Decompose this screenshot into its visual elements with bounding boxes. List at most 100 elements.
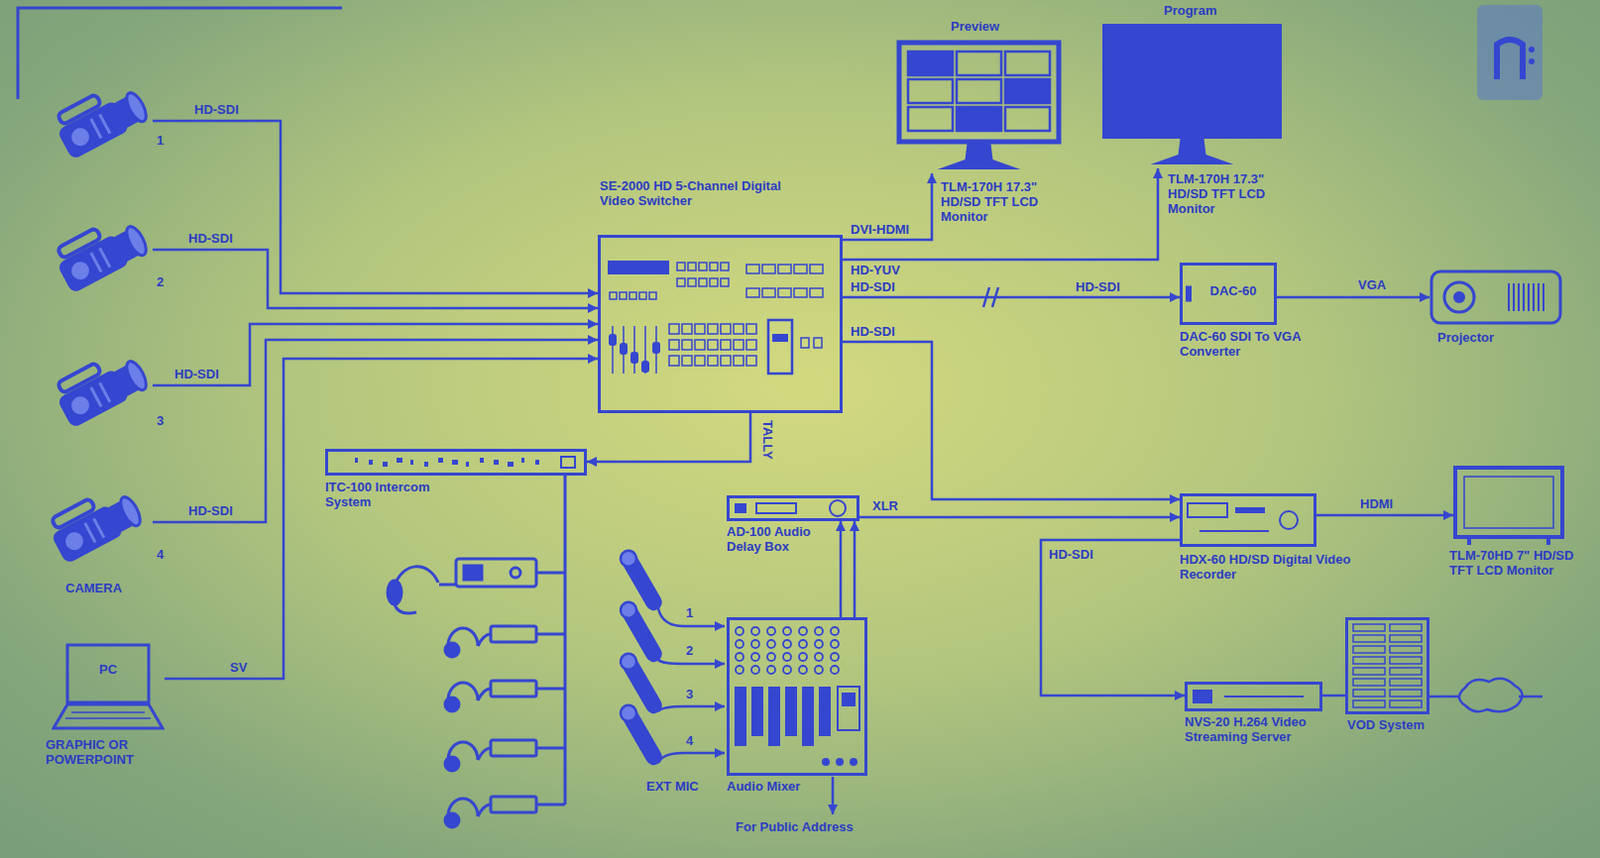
signal-line	[1322, 694, 1346, 698]
node-caption: GRAPHIC OR POWERPOINT	[45, 738, 165, 769]
signal-line	[842, 173, 932, 240]
signal-line	[152, 324, 598, 386]
node-label: PC	[67, 663, 149, 679]
camera-icon: 3	[45, 344, 153, 445]
streaming-server-shape	[1184, 682, 1323, 712]
node-caption: AD-100 Audio Delay Box	[726, 525, 831, 556]
intercom-unit: ITC-100 Intercom System	[325, 449, 587, 476]
node-label: DAC-60	[1193, 284, 1273, 300]
camera-icon-shape	[45, 344, 153, 445]
video-recorder-shape	[1179, 493, 1317, 548]
audio-delay-box-shape	[726, 495, 860, 522]
vod-rack: VOD System	[1345, 617, 1430, 715]
callout-number: 3	[685, 687, 693, 703]
signal-label: TALLY	[759, 420, 775, 460]
signal-label: HD-SDI	[850, 280, 896, 296]
node-caption: Projector	[1437, 331, 1494, 346]
node-caption: CAMERA	[65, 581, 122, 597]
signal-line	[152, 340, 598, 523]
signal-label: HD-YUV	[850, 263, 901, 279]
camera-icon: 4CAMERA	[39, 480, 153, 580]
signal-line	[1276, 296, 1430, 300]
laptop-icon-shape	[51, 643, 165, 731]
signal-label: SV	[229, 661, 247, 677]
internet-cloud	[1429, 679, 1543, 712]
signal-line	[859, 516, 1180, 520]
node-caption: VOD System	[1347, 718, 1447, 734]
node-caption: Audio Mixer	[726, 780, 806, 796]
signal-line	[1316, 514, 1454, 518]
preview-monitor: PreviewTLM-170H 17.3" HD/SD TFT LCD Moni…	[896, 39, 1062, 174]
program-monitor-shape	[1102, 23, 1282, 169]
camera-icon-shape	[45, 76, 153, 176]
vod-rack-shape	[1345, 617, 1430, 715]
node-caption: Preview	[950, 19, 1000, 35]
audio-mixer-shape	[726, 617, 868, 777]
callout-number: 4	[685, 734, 693, 750]
signal-label: HD-SDI	[188, 504, 233, 520]
signal-label: HD-SDI	[174, 367, 220, 383]
intercom-headsets	[387, 474, 566, 828]
signal-line	[1040, 540, 1185, 696]
annotation-text: EXT MIC	[646, 780, 699, 796]
signal-label: HD-SDI	[194, 103, 239, 118]
frame-line	[17, 7, 343, 100]
signal-line	[152, 249, 598, 309]
node-caption: 2	[156, 275, 164, 291]
public-address-arrow	[831, 777, 835, 815]
logo-badge	[1477, 4, 1543, 101]
microphone-set	[617, 548, 725, 768]
camera-icon-shape	[39, 480, 153, 580]
node-caption: 4	[156, 548, 164, 564]
signal-line	[853, 521, 857, 618]
small-monitor: TLM-70HD 7" HD/SD TFT LCD Monitor	[1453, 465, 1565, 546]
callout-number: 2	[685, 644, 693, 660]
video-recorder: HDX-60 HD/SD Digital Video Recorder	[1179, 493, 1317, 548]
node-caption: TLM-170H 17.3" HD/SD TFT LCD Monitor	[940, 180, 1070, 226]
node-caption: 3	[156, 414, 164, 430]
signal-line	[164, 358, 598, 680]
signal-label: HD-SDI	[1048, 548, 1094, 564]
node-caption: Program	[1163, 3, 1217, 19]
signal-line	[839, 521, 843, 618]
node-caption: NVS-20 H.264 Video Streaming Server	[1184, 715, 1354, 746]
signal-line	[842, 296, 1180, 300]
small-monitor-shape	[1453, 465, 1565, 546]
camera-icon: 1	[45, 76, 153, 176]
converter-box: DAC-60DAC-60 SDI To VGA Converter	[1179, 262, 1277, 326]
projector-icon-shape	[1429, 269, 1563, 326]
node-caption: SE-2000 HD 5-Channel Digital Video Switc…	[599, 179, 799, 210]
signal-label: HD-SDI	[850, 325, 896, 341]
camera-icon: 2	[45, 210, 153, 310]
video-switcher-shape	[597, 234, 843, 414]
node-caption: TLM-170H 17.3" HD/SD TFT LCD Monitor	[1167, 172, 1307, 218]
signal-line	[842, 342, 1180, 500]
intercom-unit-shape	[325, 449, 587, 476]
callout-number: 1	[685, 606, 693, 622]
streaming-server: NVS-20 H.264 Video Streaming Server	[1184, 682, 1323, 712]
node-caption: TLM-70HD 7" HD/SD TFT LCD Monitor	[1449, 549, 1589, 579]
audio-mixer: Audio Mixer	[726, 617, 868, 777]
signal-label: DVI-HDMI	[850, 223, 910, 238]
signal-label: VGA	[1358, 278, 1386, 294]
projector-icon: Projector	[1429, 269, 1563, 326]
signal-line	[842, 168, 1158, 260]
audio-delay-box: AD-100 Audio Delay Box	[726, 495, 860, 522]
camera-icon-shape	[45, 210, 153, 310]
node-caption: ITC-100 Intercom System	[325, 480, 474, 511]
signal-label: HDMI	[1360, 497, 1393, 513]
signal-label: HD-SDI	[1075, 280, 1121, 296]
signal-line	[586, 413, 751, 462]
node-caption: HDX-60 HD/SD Digital Video Recorder	[1179, 553, 1359, 583]
annotation-text: For Public Address	[735, 820, 854, 836]
node-caption: 1	[156, 133, 164, 149]
video-switcher: SE-2000 HD 5-Channel Digital Video Switc…	[597, 234, 843, 414]
signal-label: HD-SDI	[188, 231, 233, 247]
node-caption: DAC-60 SDI To VGA Converter	[1179, 330, 1354, 360]
signal-line	[152, 120, 598, 294]
laptop-icon: PCGRAPHIC OR POWERPOINT	[51, 643, 165, 731]
preview-monitor-shape	[896, 39, 1062, 174]
program-monitor: ProgramTLM-170H 17.3" HD/SD TFT LCD Moni…	[1102, 23, 1282, 169]
